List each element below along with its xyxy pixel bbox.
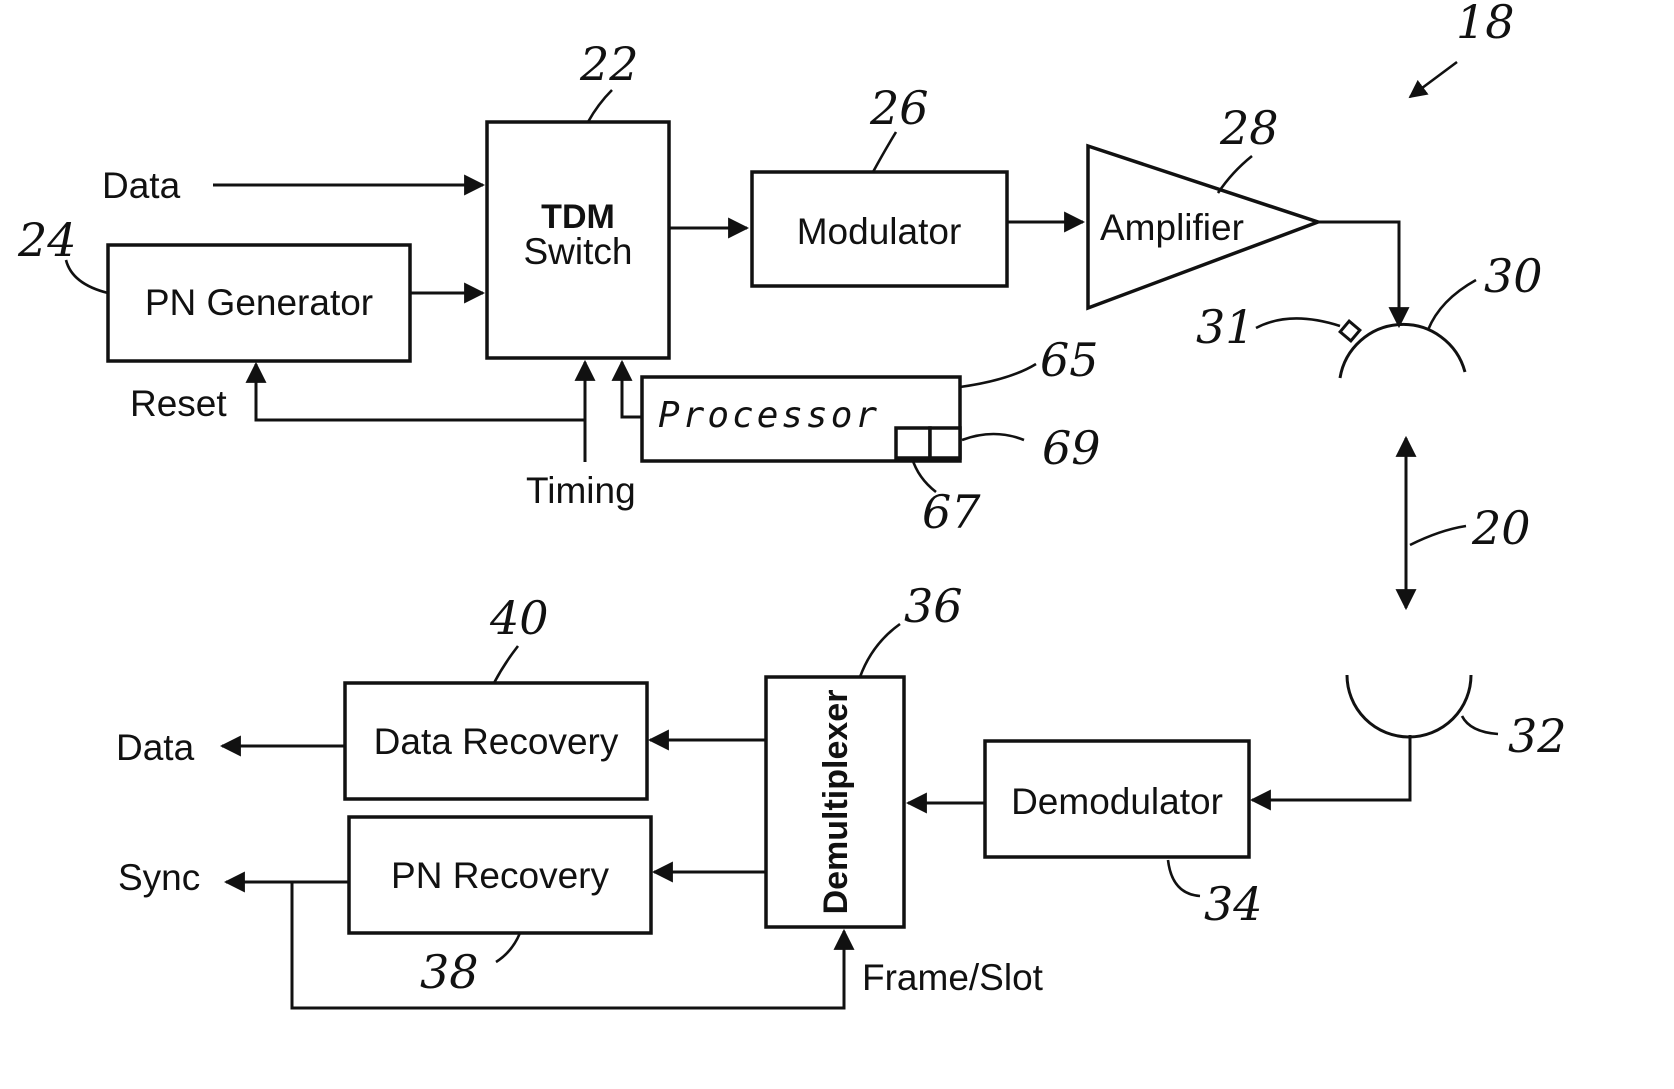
ref-36: 36 [904,579,963,633]
ref-22-leader [588,90,612,122]
ref-20-leader [1410,526,1466,545]
ref-38-leader [496,933,520,962]
ref-31: 31 [1196,300,1255,354]
ref-32: 32 [1508,709,1567,763]
frame-slot-label: Frame/Slot [862,957,1044,998]
data-recovery-label: Data Recovery [374,721,619,762]
ref-69: 69 [1042,421,1101,475]
ref-24: 24 [17,213,77,267]
demodulator-block: Demodulator [985,741,1249,857]
reset-label: Reset [130,383,227,424]
ref-18-leader [1410,62,1457,97]
tdm-switch-block: TDM Switch [487,122,669,358]
sync-output-label: Sync [118,857,200,898]
rx-antenna-dish [1347,675,1471,737]
demultiplexer-block: Demultiplexer [766,677,904,927]
ref-67: 67 [922,485,981,539]
antenna-element-31 [1340,321,1360,341]
ref-22: 22 [579,37,639,91]
processor-label: Processor [658,395,880,436]
pn-generator-block: PN Generator [108,245,410,361]
ref-40: 40 [489,591,549,645]
modulator-block: Modulator [752,172,1007,286]
ref-28: 28 [1219,101,1279,155]
amplifier-to-antenna-wire [1318,222,1399,326]
ref-26-leader [873,132,896,172]
ref-65: 65 [1040,333,1099,387]
demultiplexer-label: Demultiplexer [817,690,855,915]
ref-40-leader [494,646,518,683]
ref-18: 18 [1456,0,1515,49]
ref-31-leader [1256,318,1340,328]
pn-recovery-block: PN Recovery [349,817,651,933]
processor-to-tdm-wire [622,362,642,417]
ref-65-leader [960,364,1036,387]
amplifier-label: Amplifier [1100,207,1244,248]
ref-30-leader [1428,280,1476,330]
ref-26: 26 [869,81,929,135]
timing-label: Timing [526,470,636,511]
data-input-label: Data [102,165,181,206]
ref-32-leader [1462,716,1498,734]
ref-28-leader [1218,156,1252,193]
reset-wire [256,364,585,420]
ref-20: 20 [1471,501,1531,555]
ref-38: 38 [420,945,479,999]
processor-block: Processor [642,377,960,461]
pn-generator-label: PN Generator [145,282,373,323]
memory-cell-a [896,428,930,458]
demodulator-label: Demodulator [1011,781,1223,822]
ref-34: 34 [1204,877,1263,931]
antenna-to-demodulator-wire [1252,735,1410,800]
ref-36-leader [860,624,900,677]
memory-cell-b [930,428,960,458]
data-output-label: Data [116,727,195,768]
modulator-label: Modulator [797,211,962,252]
pn-recovery-label: PN Recovery [391,855,609,896]
data-recovery-block: Data Recovery [345,683,647,799]
tdm-switch-label-line2: Switch [524,231,633,272]
amplifier-block: Amplifier [1088,146,1318,308]
ref-30: 30 [1484,249,1543,303]
ref-69-leader [962,434,1024,440]
ref-34-leader [1168,860,1200,896]
